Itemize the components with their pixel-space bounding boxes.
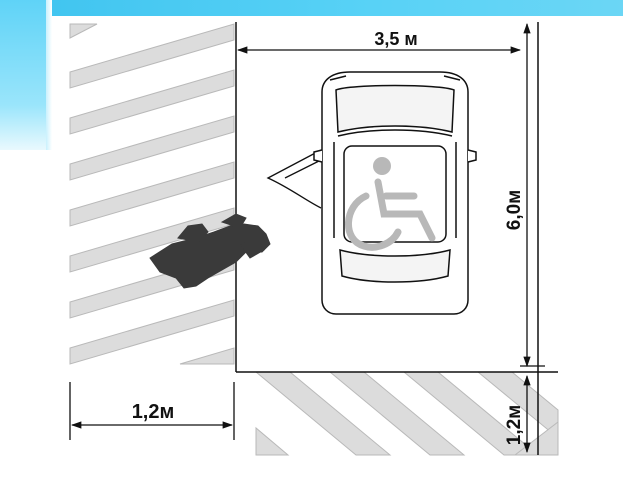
header-bar — [0, 0, 623, 16]
side-aisle-dimension-label: 1,2м — [132, 401, 175, 423]
rear-aisle-dimension-label: 1,2м — [504, 405, 525, 445]
wheelchair-user-icon — [149, 213, 271, 289]
side-panel-edge — [46, 0, 52, 150]
length-dimension-label: 6,0м — [504, 190, 525, 230]
open-car-door — [266, 149, 322, 209]
dimension-lines — [69, 22, 545, 454]
width-dimension-label: 3,5 м — [374, 29, 417, 49]
side-panel-decoration — [0, 0, 46, 150]
accessibility-icon — [345, 157, 436, 251]
side-aisle-hatching — [69, 23, 235, 365]
parking-bay-lines — [235, 22, 558, 455]
